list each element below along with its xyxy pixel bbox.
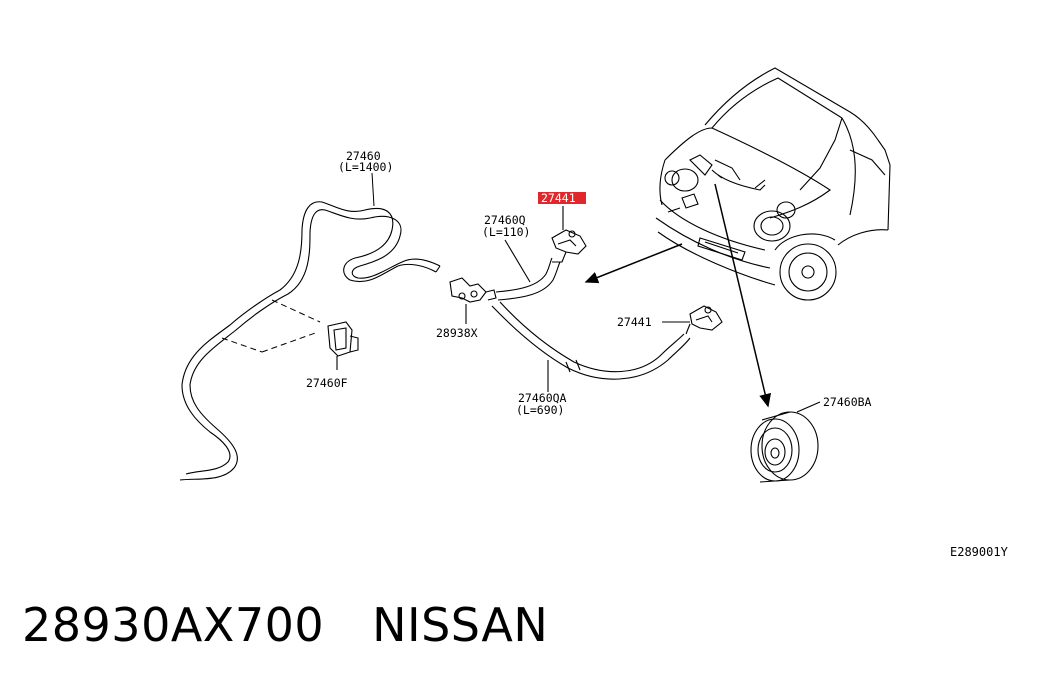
clip-27460f (327, 321, 359, 370)
label-28938x: 28938X (436, 326, 478, 340)
part-number: 28930AX700 (22, 598, 325, 652)
part-labels: 27460 (L=1400) 27460Q (L=110) 27441 2893… (306, 149, 1009, 559)
car-front-illustration (655, 67, 891, 301)
brand-name: NISSAN (372, 598, 549, 652)
diagram-code: E289001Y (950, 545, 1009, 559)
label-27460q: 27460Q (484, 213, 526, 227)
footer-caption: 28930AX700 NISSAN (22, 598, 548, 652)
damper-27460ba (750, 401, 821, 483)
connector-28938x (449, 277, 497, 324)
nozzle-27441-upper (551, 206, 587, 263)
label-27460q-length: (L=110) (482, 225, 530, 239)
label-27460-leader (371, 172, 375, 207)
label-27460qa-length: (L=690) (516, 403, 564, 417)
label-27441-highlighted: 27441 (541, 191, 576, 205)
clip-dashed-leaders (221, 299, 321, 353)
hose-27460 (179, 201, 441, 481)
nozzle-27441-lower (662, 305, 723, 335)
label-27460f: 27460F (306, 376, 348, 390)
label-27460ba: 27460BA (823, 395, 872, 409)
label-27460qa: 27460QA (518, 391, 567, 405)
hose-27460q (495, 239, 561, 301)
label-27460: 27460 (346, 149, 381, 163)
label-27460-length: (L=1400) (338, 160, 393, 174)
highlight-box-27441 (538, 192, 586, 204)
label-27441: 27441 (617, 315, 652, 329)
hose-27460qa (491, 301, 691, 392)
pointer-arrows (584, 183, 772, 408)
